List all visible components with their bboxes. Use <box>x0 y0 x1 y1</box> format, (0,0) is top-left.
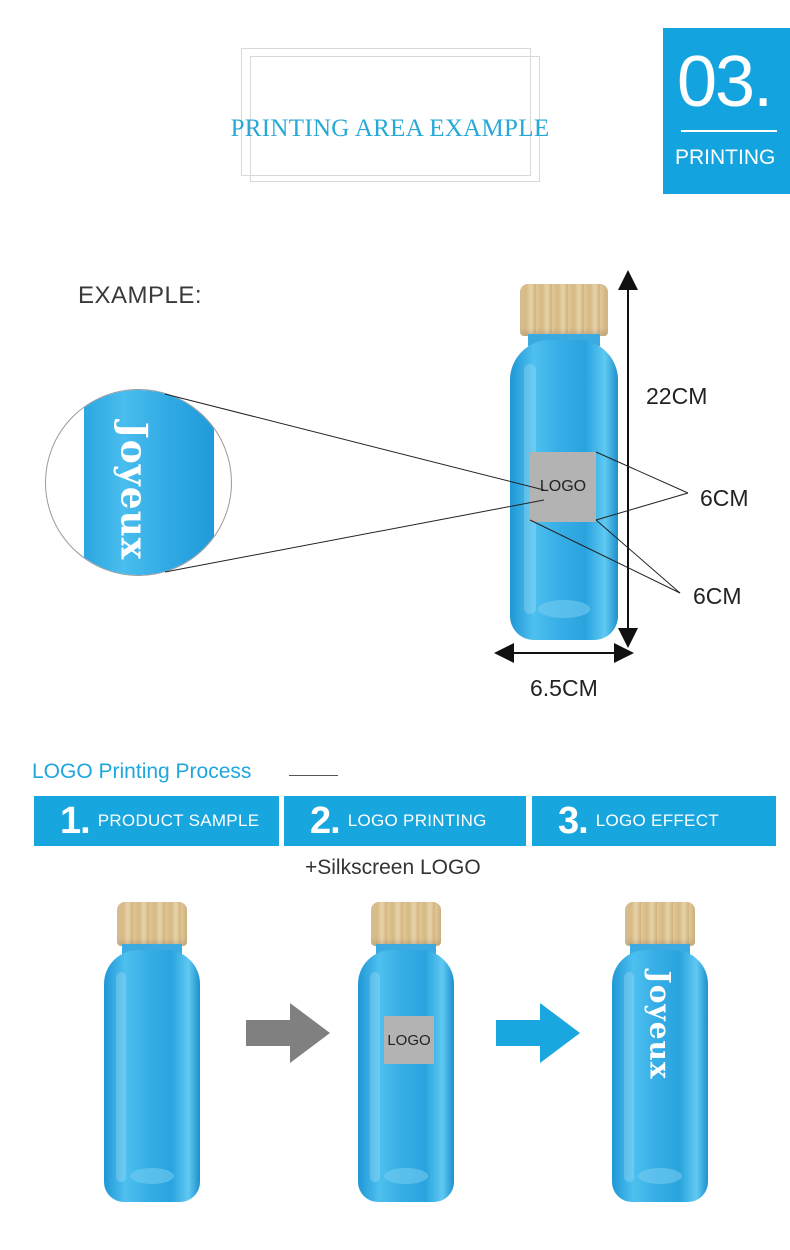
print-height-leader-right <box>595 519 681 594</box>
print-height-label: 6CM <box>693 583 742 609</box>
step-logo-printing: 2. LOGO PRINTING <box>284 796 526 846</box>
bottle-base <box>538 600 590 618</box>
print-width-leader-top <box>595 451 689 494</box>
printing-method: +Silkscreen LOGO <box>305 856 481 879</box>
step-product-sample: 1. PRODUCT SAMPLE <box>34 796 279 846</box>
step-number: 3. <box>558 799 589 842</box>
step-label: LOGO PRINTING <box>347 811 487 830</box>
bottle-base <box>384 1168 428 1184</box>
blue-arrow-icon <box>496 1003 580 1063</box>
bamboo-cap <box>625 902 695 946</box>
step-number: 1. <box>60 799 91 842</box>
magnifier-leader-top <box>164 393 545 491</box>
badge-divider <box>681 130 777 132</box>
gray-arrow-icon <box>246 1003 330 1063</box>
sample-bottle-plain <box>104 902 200 1202</box>
step-logo-effect: 3. LOGO EFFECT <box>532 796 776 846</box>
step-label: LOGO EFFECT <box>595 811 719 830</box>
logo-magnifier: Joyeux <box>45 389 232 576</box>
process-title: LOGO Printing Process <box>32 760 252 783</box>
badge-label: PRINTING <box>675 146 776 169</box>
bottle-body <box>358 950 454 1202</box>
logo-print-area: LOGO <box>530 452 596 522</box>
print-height-leader-left <box>529 519 681 594</box>
bottle-width-label: 6.5CM <box>530 675 598 701</box>
bamboo-cap <box>371 902 441 946</box>
bottle-neck <box>630 944 690 954</box>
process-title-rule <box>289 775 338 776</box>
section-badge: 03. PRINTING <box>663 28 790 194</box>
bamboo-cap <box>117 902 187 946</box>
print-width-label: 6CM <box>700 485 749 511</box>
example-bottle: LOGO <box>510 284 618 640</box>
print-width-leader-bottom <box>595 492 689 521</box>
bottle-highlight <box>370 972 380 1182</box>
sample-bottle-logo: LOGO <box>358 902 454 1202</box>
title-frame-inner <box>250 56 540 182</box>
step-number: 2. <box>310 799 341 842</box>
title-frame-outer <box>241 48 531 176</box>
bamboo-cap <box>520 284 608 336</box>
bottle-highlight <box>624 972 634 1182</box>
height-dimension-label: 22CM <box>646 383 708 409</box>
step-label: PRODUCT SAMPLE <box>97 811 260 830</box>
bottle-neck <box>122 944 182 954</box>
badge-number: 03. <box>677 42 773 122</box>
magnified-bottle-surface <box>84 390 214 575</box>
magnifier-leader-bottom <box>164 499 545 573</box>
bottle-base <box>638 1168 682 1184</box>
bottle-highlight <box>116 972 126 1182</box>
logo-print-area: LOGO <box>384 1016 434 1064</box>
example-label: EXAMPLE: <box>78 282 203 309</box>
page-title: PRINTING AREA EXAMPLE <box>230 115 550 142</box>
bottle-base <box>130 1168 174 1184</box>
sample-bottle-branded: Joyeux <box>612 902 708 1202</box>
bottle-neck <box>376 944 436 954</box>
brand-logo: Joyeux <box>643 970 677 1080</box>
bottle-body <box>612 950 708 1202</box>
bottle-body <box>104 950 200 1202</box>
